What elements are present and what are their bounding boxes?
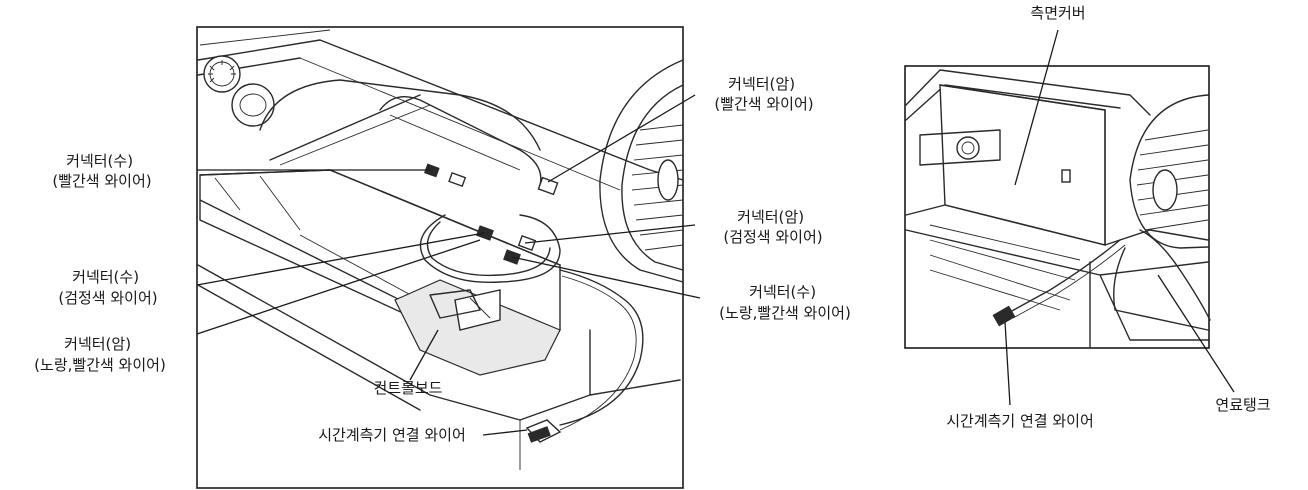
knob-icon [956,136,980,160]
label-connector-male-red-line2: (빨간색 와이어) [52,172,151,190]
label-fuel-tank: 연료탱크 [1215,396,1270,414]
left-panel: 커넥터(암) (빨간색 와이어) 커넥터(수) (빨간색 와이어) 커넥터(암)… [34,26,851,489]
dial-knob-icon [203,55,241,93]
label-connector-male-yellow-red-line1: 커넥터(수) [749,283,816,301]
label-control-board: 컨트롤보드 [373,379,442,397]
right-leader-lines [1004,29,1235,406]
label-connector-female-red-line2: (빨간색 와이어) [714,95,813,113]
label-connector-male-black: 커넥터(수) (검정색 와이어) [58,268,157,307]
label-connector-male-red: 커넥터(수) (빨간색 와이어) [52,152,151,190]
timer-plug-icon [525,419,562,443]
label-connector-female-red-line1: 커넥터(암) [728,75,795,93]
label-connector-female-yellow-red-line1: 커넥터(암) [64,335,131,353]
label-connector-female-black-line1: 커넥터(암) [737,208,804,226]
label-connector-female-black: 커넥터(암) (검정색 와이어) [723,208,822,246]
label-connector-female-yellow-red-line2: (노랑,빨간색 와이어) [34,356,166,374]
right-panel: 측면커버 시간계측기 연결 와이어 연료탱크 [904,4,1271,430]
label-connector-male-yellow-red: 커넥터(수) (노랑,빨간색 와이어) [719,283,851,322]
label-connector-male-black-line2: (검정색 와이어) [58,289,157,307]
label-timer-wire-left: 시간계측기 연결 와이어 [318,426,466,444]
label-connector-female-red: 커넥터(암) (빨간색 와이어) [714,75,813,113]
label-connector-male-red-line1: 커넥터(수) [66,152,133,170]
label-side-cover: 측면커버 [1030,4,1085,22]
label-connector-female-yellow-red: 커넥터(암) (노랑,빨간색 와이어) [34,335,166,374]
label-connector-female-black-line2: (검정색 와이어) [723,228,822,246]
label-timer-wire-right: 시간계측기 연결 와이어 [946,412,1094,430]
right-unit-drawing [905,69,1211,349]
label-connector-male-yellow-red-line2: (노랑,빨간색 와이어) [719,304,851,322]
fan-grille-icon [1136,129,1209,231]
label-connector-male-black-line1: 커넥터(수) [72,268,139,286]
timer-plug-icon [992,305,1016,327]
left-leader-lines [196,94,701,436]
left-unit-drawing [197,29,684,470]
fan-grille-icon [631,124,684,251]
